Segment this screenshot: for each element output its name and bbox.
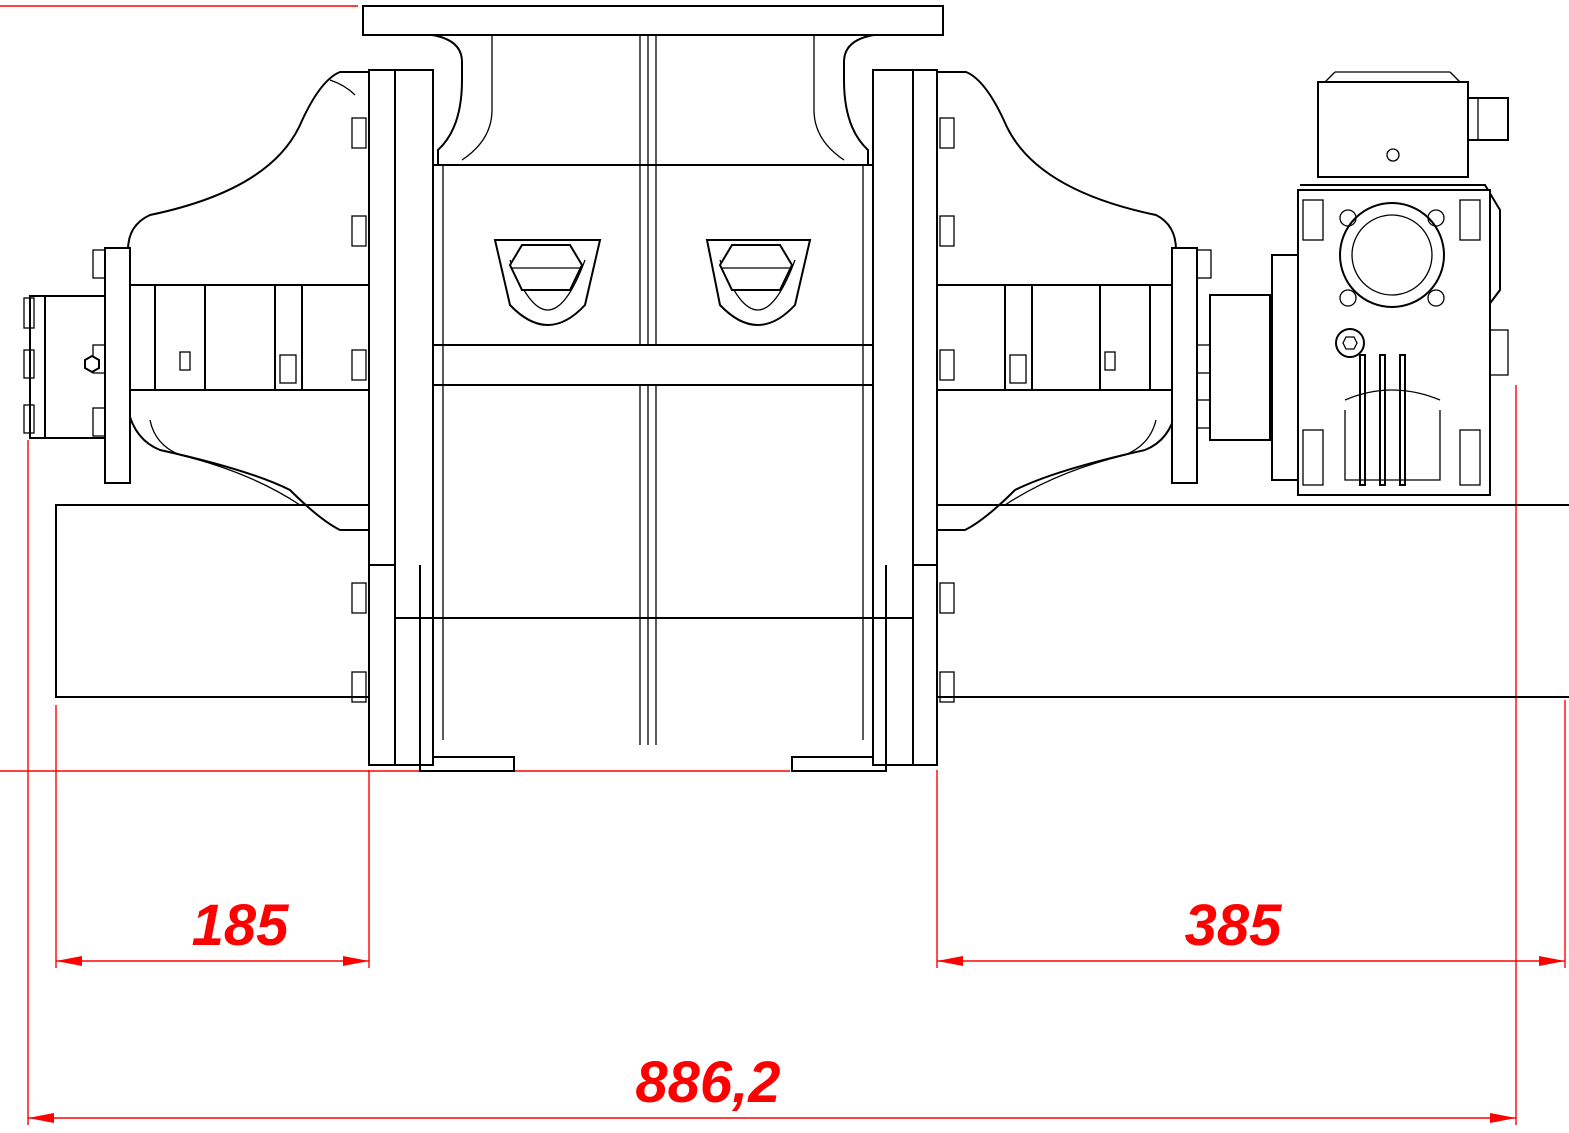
drain-plugs xyxy=(493,239,812,326)
geared-motor xyxy=(1271,71,1509,496)
dimension-arrows xyxy=(28,956,1565,1123)
dimension-lines xyxy=(0,5,1566,1125)
valve-housing xyxy=(368,69,938,772)
dimension-385-label: 385 xyxy=(1185,893,1283,958)
dimension-185-label: 185 xyxy=(192,893,290,958)
inlet-flange xyxy=(362,5,944,745)
housing-bolts xyxy=(351,117,955,703)
left-end-cover xyxy=(23,71,369,531)
dimension-886-label: 886,2 xyxy=(635,1050,780,1115)
support-beam xyxy=(55,504,1569,698)
right-end-cover xyxy=(937,71,1271,531)
